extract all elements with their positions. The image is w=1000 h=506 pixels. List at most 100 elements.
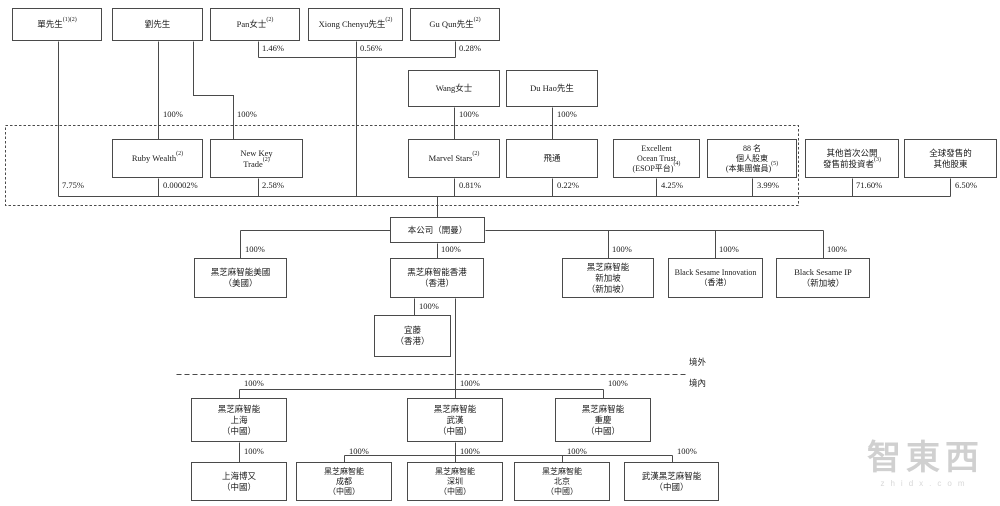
node-company-cayman: 本公司（開曼） xyxy=(390,217,485,243)
box-line: Black Sesame Innovation xyxy=(674,268,757,277)
box-line: (本集團僱員)(5) xyxy=(725,160,779,173)
node-black-sesame-shenzhen: 黑芝麻智能 深圳 （中國） xyxy=(407,462,503,501)
pct-duhao-feitong: 100% xyxy=(557,109,577,119)
pct-chengdu: 100% xyxy=(349,446,369,456)
box-line: 武漢 xyxy=(446,414,464,425)
box-line: Excellent xyxy=(641,143,672,153)
node-excellent-ocean-trust: Excellent Ocean Trust (ESOP平台)(4) xyxy=(613,139,700,178)
pct-wuhan-bs: 100% xyxy=(677,446,697,456)
pct-eot: 4.25% xyxy=(661,180,683,190)
pct-yiteng: 100% xyxy=(419,301,439,311)
region-label-offshore: 境外 xyxy=(689,357,707,367)
region-label-onshore: 境內 xyxy=(689,378,707,388)
box-line: 單先生(1)(2) xyxy=(37,17,77,29)
node-mr-liu: 劉先生 xyxy=(112,8,203,41)
box-line: 其他首次公開 xyxy=(826,147,878,158)
box-line: （新加坡） xyxy=(586,283,630,294)
pct-individuals: 3.99% xyxy=(757,180,779,190)
node-mr-xiong-chenyu: Xiong Chenyu先生(2) xyxy=(308,8,403,41)
box-line: （美國） xyxy=(223,278,258,288)
box-line: 黑芝麻智能 xyxy=(542,466,582,476)
box-line: Marvel Stars(2) xyxy=(428,151,480,163)
node-wuhan-black-sesame: 武漢黑芝麻智能 （中國） xyxy=(624,462,719,501)
pct-shan-direct: 7.75% xyxy=(62,180,84,190)
pct-global-offering: 6.50% xyxy=(955,180,977,190)
pct-wuhan: 100% xyxy=(460,378,480,388)
box-line: 黑芝麻智能美國 xyxy=(210,267,271,277)
pct-ip: 100% xyxy=(827,244,847,254)
box-line: 88 名 xyxy=(743,143,761,153)
box-line: （中國） xyxy=(585,425,620,436)
pct-feitong: 0.22% xyxy=(557,180,579,190)
box-line: 黑芝麻智能 xyxy=(217,403,261,414)
box-line: （新加坡） xyxy=(801,278,845,288)
box-line: 上海博又 xyxy=(221,470,256,481)
box-line: 黑芝麻智能香港 xyxy=(407,267,467,277)
box-line: （中國） xyxy=(439,486,471,496)
box-line: (ESOP平台)(4) xyxy=(632,160,681,173)
pre-ipo-dashed-group-box xyxy=(5,125,799,206)
node-feitong: 飛通 xyxy=(506,139,598,178)
pct-beijing: 100% xyxy=(567,446,587,456)
node-yiteng-hk: 宜藤 （香港） xyxy=(374,315,451,357)
pct-innovation: 100% xyxy=(719,244,739,254)
box-line: 黑芝麻智能 xyxy=(324,466,364,476)
box-line: 飛通 xyxy=(543,153,561,163)
box-line: （中國） xyxy=(221,481,256,492)
box-line: 其他股東 xyxy=(933,158,968,169)
pct-preipo: 71.60% xyxy=(856,180,883,190)
node-black-sesame-beijing: 黑芝麻智能 北京 （中國） xyxy=(514,462,610,501)
box-line: Black Sesame IP xyxy=(794,267,852,277)
box-line: 成都 xyxy=(336,476,352,486)
node-black-sesame-singapore: 黑芝麻智能 新加坡 （新加坡） xyxy=(562,258,654,298)
box-line: Gu Qun先生(2) xyxy=(429,17,481,29)
pct-newkey: 2.58% xyxy=(262,180,284,190)
box-line: 個人股東 xyxy=(736,153,768,163)
box-line: Ruby Wealth(2) xyxy=(131,151,184,163)
node-black-sesame-chongqing: 黑芝麻智能 重慶 （中國） xyxy=(555,398,651,442)
node-black-sesame-us: 黑芝麻智能美國 （美國） xyxy=(194,258,287,298)
box-line: Du Hao先生 xyxy=(530,83,574,93)
box-line: 宜藤 xyxy=(403,325,421,335)
pct-pan: 1.46% xyxy=(262,43,284,53)
node-mr-shan: 單先生(1)(2) xyxy=(12,8,102,41)
node-ruby-wealth: Ruby Wealth(2) xyxy=(112,139,203,178)
solid-connectors xyxy=(58,41,951,463)
node-ms-pan: Pan女士(2) xyxy=(210,8,300,41)
pct-sg: 100% xyxy=(612,244,632,254)
box-line: （香港） xyxy=(699,278,732,287)
box-line: （香港） xyxy=(419,278,454,288)
node-mr-du-hao: Du Hao先生 xyxy=(506,70,598,107)
box-line: （中國） xyxy=(437,425,472,436)
box-line: 本公司（開曼） xyxy=(407,224,468,235)
box-line: 重慶 xyxy=(594,414,612,425)
box-line: 黑芝麻智能 xyxy=(433,403,477,414)
node-black-sesame-chengdu: 黑芝麻智能 成都 （中國） xyxy=(296,462,392,501)
pct-gu: 0.28% xyxy=(459,43,481,53)
node-other-global-offering-shareholders: 全球發售的 其他股東 xyxy=(904,139,997,178)
box-line: 北京 xyxy=(554,476,570,486)
pct-ruby: 0.00002% xyxy=(163,180,198,190)
box-line: （香港） xyxy=(395,336,430,346)
node-88-individual-shareholders: 88 名 個人股東 (本集團僱員)(5) xyxy=(707,139,797,178)
box-line: 黑芝麻智能 xyxy=(586,261,630,272)
node-black-sesame-wuhan: 黑芝麻智能 武漢 （中國） xyxy=(407,398,503,442)
box-line: 黑芝麻智能 xyxy=(435,466,475,476)
box-line: 黑芝麻智能 xyxy=(581,403,625,414)
box-line: （中國） xyxy=(221,425,256,436)
node-black-sesame-shanghai: 黑芝麻智能 上海 （中國） xyxy=(191,398,287,442)
pct-hk: 100% xyxy=(441,244,461,254)
pct-boyou: 100% xyxy=(244,446,264,456)
pct-us: 100% xyxy=(245,244,265,254)
box-line: Pan女士(2) xyxy=(236,17,274,29)
pct-chongqing: 100% xyxy=(608,378,628,388)
pct-liu-newkey: 100% xyxy=(237,109,257,119)
box-line: 深圳 xyxy=(447,476,463,486)
node-new-key-trade: New Key Trade(2) xyxy=(210,139,303,178)
box-line: 新加坡 xyxy=(595,272,621,283)
pct-wang-marvel: 100% xyxy=(459,109,479,119)
box-line: （中國） xyxy=(546,486,578,496)
box-line: （中國） xyxy=(654,481,689,492)
